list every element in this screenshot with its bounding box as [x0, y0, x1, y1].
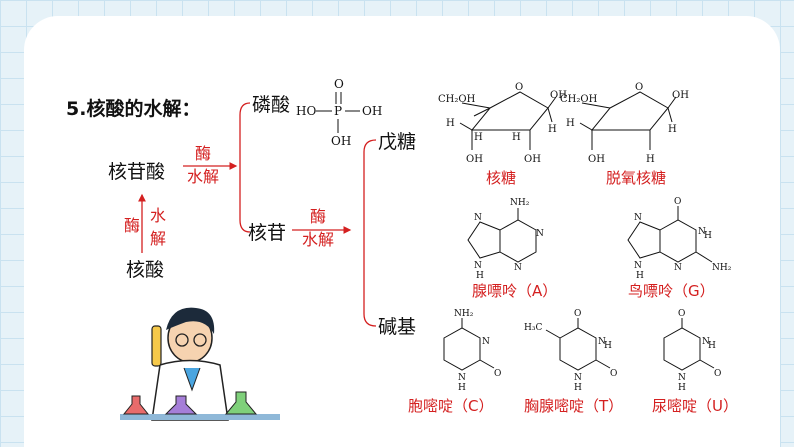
section-title: 5.核酸的水解： [66, 98, 201, 120]
svg-text:O: O [610, 369, 617, 379]
deoxyribose-atoms: CH₂OH O OH H H OH H [560, 82, 689, 165]
svg-text:H: H [678, 383, 686, 393]
thymine-structure [545, 318, 611, 371]
node-nucleotide: 核苷酸 [108, 161, 166, 183]
uracil-atoms: ONH ONH [678, 309, 721, 393]
svg-text:H: H [668, 124, 677, 135]
svg-text:H: H [646, 154, 655, 165]
phosphate-p: P [334, 104, 343, 118]
svg-text:H: H [476, 271, 484, 281]
svg-text:OH: OH [672, 90, 689, 101]
svg-text:O: O [678, 309, 685, 319]
phosphate-bonds [316, 92, 360, 133]
hydrolysis-label-2: 水解 [302, 230, 335, 249]
svg-text:NH₂: NH₂ [454, 309, 474, 319]
hydrolysis-label-1: 水解 [187, 167, 220, 186]
guanine-structure [627, 206, 713, 263]
svg-text:H: H [446, 118, 455, 129]
cytosine-label: 胞嘧啶（C） [408, 397, 494, 415]
thymine-label: 胸腺嘧啶（T） [524, 397, 624, 415]
deoxyribose-label: 脱氧核糖 [606, 169, 667, 187]
svg-text:H: H [574, 383, 582, 393]
node-nucleoside: 核苷 [248, 222, 287, 244]
svg-text:N: N [474, 261, 482, 271]
branch-brace-2 [363, 139, 377, 327]
svg-text:N: N [678, 373, 686, 383]
svg-text:CH₂OH: CH₂OH [560, 94, 598, 105]
content-card [24, 16, 780, 447]
svg-text:OH: OH [550, 90, 567, 101]
phosphate-oh-bottom: OH [331, 134, 352, 148]
svg-text:O: O [515, 82, 523, 93]
svg-text:H: H [704, 231, 712, 241]
uracil-label: 尿嘧啶（U） [652, 397, 738, 415]
svg-text:O: O [714, 369, 721, 379]
guanine-label: 鸟嘌呤（G） [628, 282, 715, 300]
scientist-illustration [120, 307, 280, 421]
enzyme-label-vertical: 酶 [124, 216, 141, 235]
svg-text:N: N [698, 227, 706, 237]
ribose-structure [459, 91, 557, 150]
ribose-label: 核糖 [486, 169, 517, 187]
svg-text:O: O [635, 82, 643, 93]
svg-text:O: O [574, 309, 581, 319]
svg-text:N: N [536, 229, 544, 239]
svg-text:H: H [604, 341, 612, 351]
svg-text:H₃C: H₃C [524, 323, 542, 333]
svg-text:OH: OH [466, 154, 483, 165]
deoxyribose-structure [579, 91, 677, 150]
adenine-structure [467, 208, 537, 263]
uracil-structure [663, 318, 715, 371]
svg-text:N: N [514, 263, 522, 273]
svg-text:O: O [674, 197, 681, 207]
enzyme-label-1: 酶 [195, 144, 212, 163]
svg-text:N: N [598, 337, 606, 347]
svg-text:H: H [708, 341, 716, 351]
branch-brace-1 [239, 102, 251, 233]
svg-text:H: H [458, 383, 466, 393]
node-pentose: 戊糖 [378, 131, 417, 153]
svg-text:OH: OH [588, 154, 605, 165]
node-base: 碱基 [378, 316, 417, 338]
svg-text:NH₂: NH₂ [712, 263, 732, 273]
svg-text:N: N [574, 373, 582, 383]
svg-text:N: N [482, 337, 490, 347]
hydrolysis-char-1: 水 [150, 206, 167, 225]
svg-text:N: N [474, 213, 482, 223]
hydrolysis-char-2: 解 [150, 229, 167, 248]
svg-text:NH₂: NH₂ [510, 198, 530, 208]
phosphate-ho: HO [296, 104, 317, 118]
svg-text:OH: OH [524, 154, 541, 165]
svg-text:H: H [512, 132, 521, 143]
svg-text:CH₂OH: CH₂OH [438, 94, 476, 105]
adenine-label: 腺嘌呤（A） [472, 282, 558, 300]
svg-text:N: N [702, 337, 710, 347]
svg-text:N: N [674, 263, 682, 273]
svg-text:H: H [566, 118, 575, 129]
svg-text:N: N [458, 373, 466, 383]
svg-text:N: N [634, 261, 642, 271]
svg-text:H: H [548, 124, 557, 135]
node-nucleic-acid: 核酸 [126, 259, 165, 281]
svg-text:H: H [474, 132, 483, 143]
phosphate-o-top: O [334, 77, 344, 91]
node-phosphoric-acid: 磷酸 [252, 94, 291, 116]
svg-text:O: O [494, 369, 501, 379]
phosphate-oh-right: OH [362, 104, 383, 118]
enzyme-label-2: 酶 [310, 207, 327, 226]
svg-text:N: N [634, 213, 642, 223]
cytosine-structure [443, 318, 495, 371]
svg-text:H: H [636, 271, 644, 281]
